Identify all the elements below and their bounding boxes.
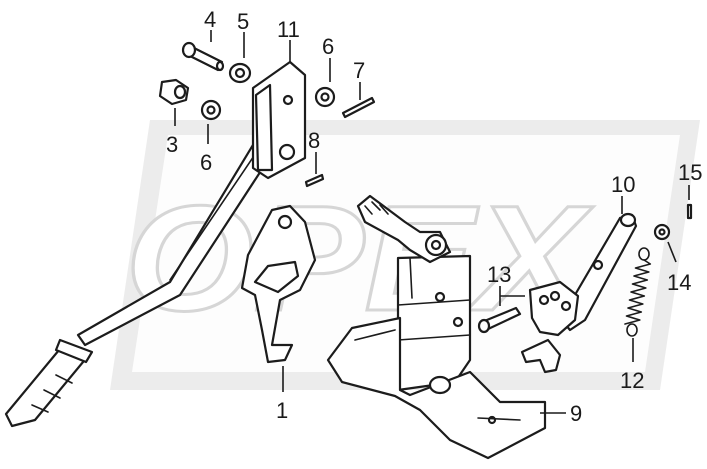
cotter-pin-part-7: [341, 96, 376, 119]
latch-lever-part-11: [520, 212, 638, 374]
callout-labels: 4 5 11 6 7 3 6 8 1 9 10 12 13 14 15: [166, 7, 702, 426]
washer-part-6-left: [200, 99, 222, 121]
stud-bolt: [356, 194, 452, 299]
lever-handle-grip: [4, 338, 94, 428]
callout-3: 3: [166, 132, 178, 157]
callout-6-lower: 6: [200, 150, 212, 175]
cotter-pin-part-8: [304, 173, 325, 188]
pin-part-4: [181, 41, 225, 72]
callout-8: 8: [308, 128, 320, 153]
callout-7: 7: [353, 58, 365, 83]
callout-11: 10: [611, 172, 635, 197]
callout-15: 15: [678, 160, 702, 185]
clip-part-15: [686, 203, 693, 220]
callout-10: 11: [277, 17, 300, 42]
callout-13: 13: [487, 262, 511, 287]
callout-5: 5: [237, 9, 249, 34]
callout-9: 9: [570, 401, 582, 426]
spring-part-12: [624, 247, 652, 337]
washer-part-14: [653, 223, 671, 241]
callout-14: 14: [667, 270, 691, 295]
callout-1: 1: [276, 398, 288, 423]
leader-lines: [174, 30, 690, 414]
callout-6-upper: 6: [322, 34, 334, 59]
hook-lever-part-1: [240, 204, 317, 364]
nut-part-3: [158, 78, 190, 106]
callout-4: 4: [204, 7, 216, 32]
base-bracket-part-9: [326, 254, 547, 460]
washer-part-6-right: [314, 86, 336, 108]
callout-12: 12: [620, 368, 644, 393]
pin-part-13: [477, 306, 522, 334]
washer-part-5: [228, 62, 252, 84]
